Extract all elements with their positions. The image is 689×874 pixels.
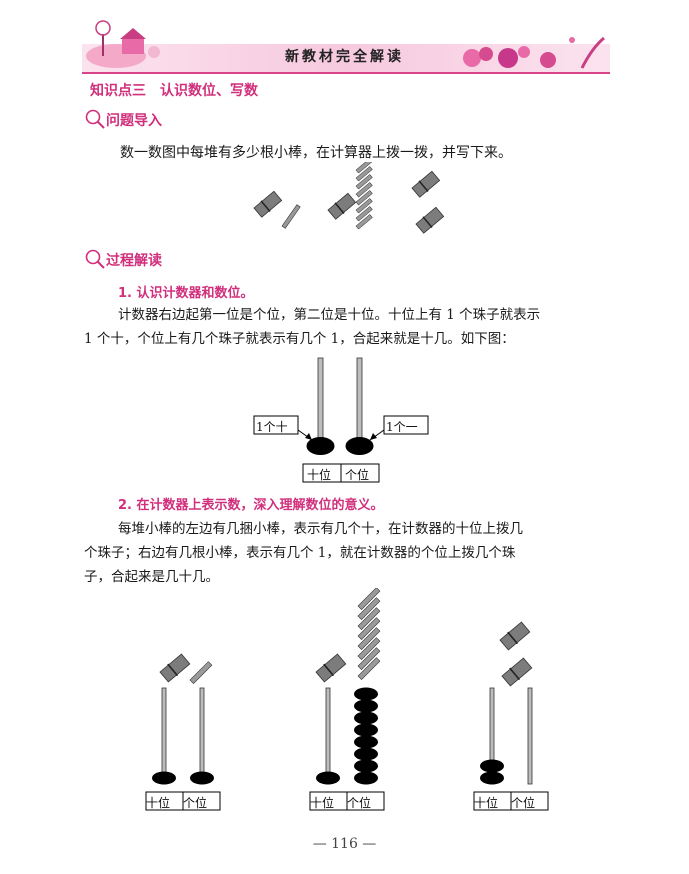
bead-ones xyxy=(354,771,378,785)
step1-title: 1. 认识计数器和数位。 xyxy=(118,286,254,301)
section-title: 知识点三 认识数位、写数 xyxy=(90,83,258,99)
abacus2-tens-label: 十位 xyxy=(310,796,335,810)
stick-bundle xyxy=(159,653,191,683)
place-box-ones xyxy=(510,791,549,811)
abacus3-tens-label: 十位 xyxy=(474,796,499,810)
single-stick xyxy=(357,627,381,650)
single-stick xyxy=(357,637,381,660)
step2-title: 2. 在计数器上表示数，深入理解数位的意义。 xyxy=(118,498,384,513)
step2-line2: 个珠子；右边有几根小棒，表示有几个 1，就在计数器的个位上拨几个珠 xyxy=(84,545,516,561)
intro-text: 数一数图中每堆有多少根小棒，在计算器上拨一拨，并写下来。 xyxy=(120,145,512,161)
page-number: — 116 — xyxy=(312,836,377,852)
bead-ones xyxy=(190,771,214,785)
bead-tens xyxy=(480,771,504,785)
abaci-drawing xyxy=(145,587,549,811)
bead-tens xyxy=(316,771,340,785)
header-title: 新教材完全解读 xyxy=(285,49,404,65)
bead-ones xyxy=(354,747,378,761)
abacus3-ones-label: 个位 xyxy=(511,796,536,810)
step2-line3: 子，合起来是几十几。 xyxy=(84,569,219,585)
place-label-ones: 个位 xyxy=(345,468,370,482)
step2-line1: 每堆小棒的左边有几捆小棒，表示有几个十，在计数器的十位上拨几 xyxy=(118,521,523,537)
single-stick xyxy=(357,657,381,680)
stick-bundle xyxy=(499,621,531,651)
single-stick xyxy=(357,597,381,620)
single-stick xyxy=(357,617,381,640)
label-one-ten: 1个十 xyxy=(256,420,288,434)
intro-heading: 问题导入 xyxy=(106,113,162,129)
abacus-diagram xyxy=(253,357,429,483)
stick-bundle xyxy=(501,657,533,687)
abacus-rod-tens xyxy=(161,687,167,785)
abacus-rod-ones xyxy=(199,687,205,785)
stick-bundles-illustration xyxy=(253,162,445,234)
bead-ones xyxy=(354,711,378,725)
single-stick xyxy=(357,607,381,630)
abacus1-ones-label: 个位 xyxy=(183,796,208,810)
place-box-ones xyxy=(182,791,221,811)
step1-line1: 计数器右边起第一位是个位，第二位是十位。十位上有 1 个珠子就表示 xyxy=(118,307,541,323)
bead-tens xyxy=(480,759,504,773)
abaci-figure: 十位 个位 十位 个位 十位 个位 xyxy=(140,587,550,814)
single-stick xyxy=(357,647,381,670)
bead-ones xyxy=(354,723,378,737)
label-one-one: 1个一 xyxy=(386,420,418,434)
magnifier-icon xyxy=(85,109,105,129)
abacus2-ones-label: 个位 xyxy=(347,796,372,810)
flower-decoration-icon xyxy=(463,36,605,69)
single-stick xyxy=(189,661,213,684)
stick-bundle xyxy=(315,653,347,683)
abacus1-tens-label: 十位 xyxy=(146,796,171,810)
bead-ones xyxy=(354,687,378,701)
house-tree-decoration-icon xyxy=(86,20,160,68)
bead-tens xyxy=(152,771,176,785)
header-rule xyxy=(82,72,610,74)
place-box-ones xyxy=(346,791,385,811)
process-heading: 过程解读 xyxy=(106,253,162,269)
bead-ones xyxy=(354,699,378,713)
single-stick xyxy=(357,587,381,610)
place-label-tens: 十位 xyxy=(307,468,332,482)
abacus-rod-ones xyxy=(527,687,533,785)
step1-line2: 1 个十，个位上有几个珠子就表示有几个 1，合起来就是十几。如下图： xyxy=(84,331,515,347)
magnifier-icon xyxy=(85,249,105,269)
abacus-rod-tens xyxy=(325,687,331,785)
bead-ones xyxy=(354,735,378,749)
bead-ones xyxy=(354,759,378,773)
